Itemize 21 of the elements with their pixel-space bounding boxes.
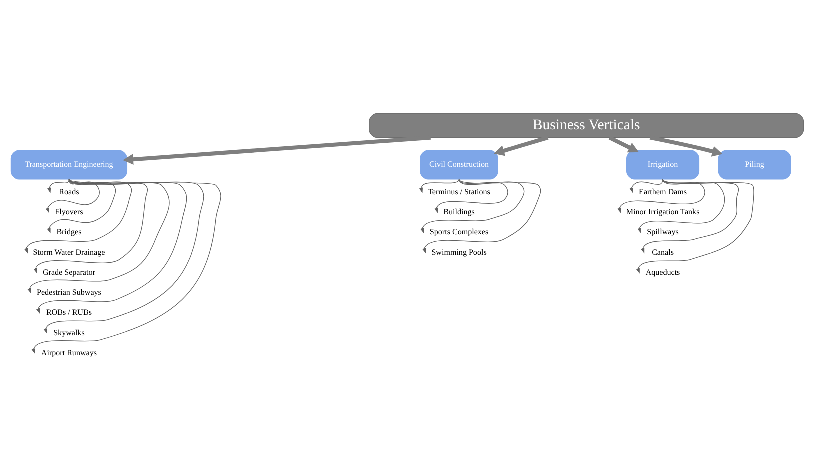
arrow (44, 178, 204, 334)
arrow (494, 135, 549, 156)
arrow (630, 178, 664, 193)
arrow (46, 178, 100, 213)
arrow (641, 178, 740, 254)
arrow (47, 178, 116, 234)
arrow (422, 178, 542, 254)
arrow (28, 178, 170, 294)
arrow (618, 178, 706, 213)
arrow (419, 178, 460, 193)
arrow (47, 178, 70, 193)
arrow (608, 136, 639, 152)
arrow (32, 178, 222, 354)
arrow (34, 178, 148, 274)
arrow (650, 135, 723, 156)
node-box: Business Verticals (369, 112, 804, 138)
arrow (24, 178, 132, 254)
arrow (36, 178, 188, 314)
arrow (123, 135, 431, 164)
arrow (420, 178, 525, 234)
arrow (434, 178, 508, 213)
